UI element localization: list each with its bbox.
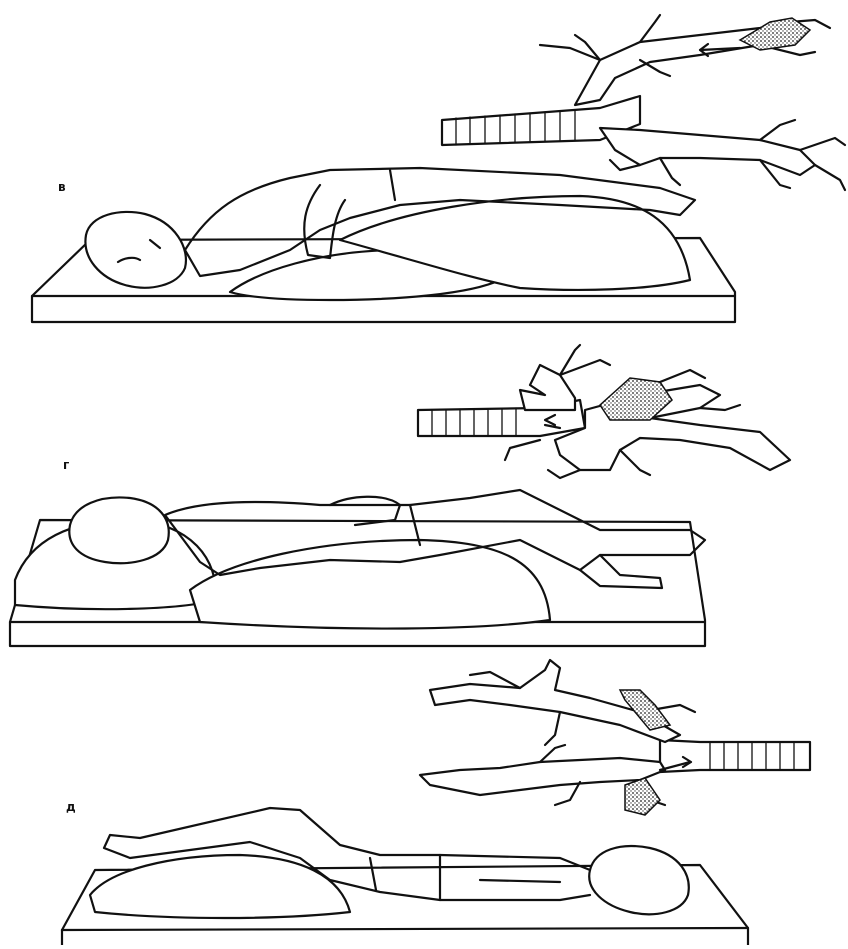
panel-v bbox=[32, 15, 845, 322]
bronchial-tree-v bbox=[442, 15, 845, 190]
panel-label-d: д bbox=[66, 800, 76, 814]
panel-d bbox=[62, 660, 810, 945]
panel-label-v: в bbox=[58, 180, 66, 194]
panel-g bbox=[10, 345, 790, 646]
panel-label-g: г bbox=[63, 458, 69, 472]
bronchial-tree-d bbox=[420, 660, 810, 815]
bronchial-tree-g bbox=[418, 345, 790, 478]
